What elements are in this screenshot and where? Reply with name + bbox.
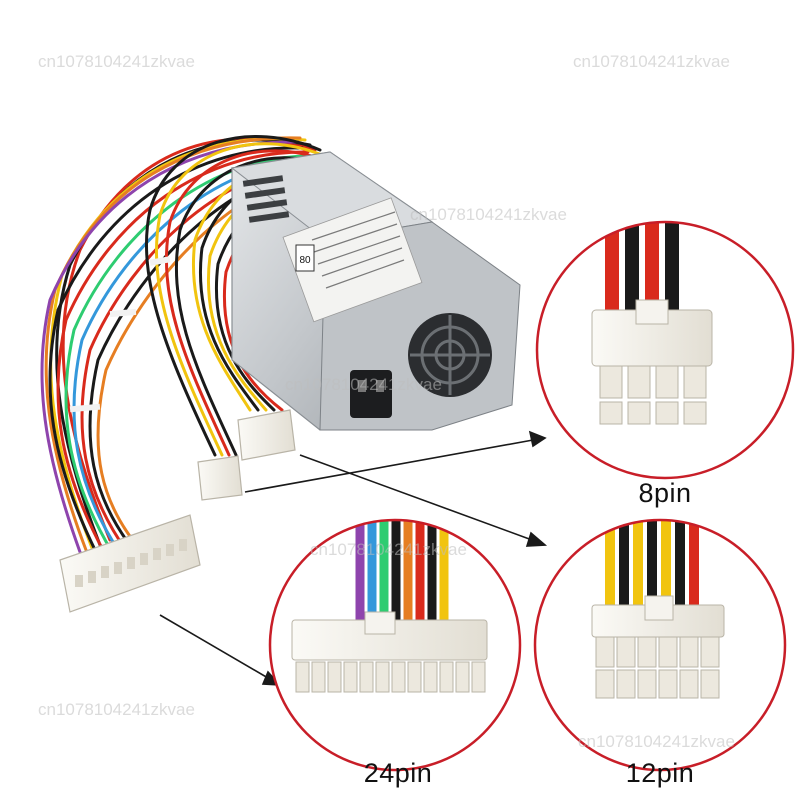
detail-circle-24pin — [268, 518, 522, 772]
pointer-arrows — [159, 430, 548, 686]
label-24pin: 24pin — [363, 758, 433, 788]
watermark: cn1078104241zkvae — [573, 52, 730, 71]
label-8pin: 8pin — [638, 478, 692, 508]
psu-unit: 80 — [230, 151, 521, 431]
cable-tie — [149, 256, 171, 266]
watermark: cn1078104241zkvae — [310, 540, 467, 559]
label-12pin: 12pin — [625, 758, 695, 788]
watermark: cn1078104241zkvae — [410, 205, 567, 224]
cable-tie — [69, 403, 101, 413]
watermark: cn1078104241zkvae — [578, 732, 735, 751]
cable-tie — [109, 308, 137, 318]
watermark: cn1078104241zkvae — [38, 52, 195, 71]
watermark: cn1078104241zkvae — [38, 700, 195, 719]
detail-circle-12pin — [533, 518, 787, 772]
connector-8pin — [197, 455, 243, 501]
connector-12pin — [237, 409, 296, 461]
efficiency-badge-text: 80 — [299, 255, 311, 266]
detail-circle-8pin — [535, 220, 795, 480]
connector-24pin — [59, 514, 201, 613]
efficiency-badge — [295, 244, 315, 272]
watermark: cn1078104241zkvae — [285, 375, 442, 394]
